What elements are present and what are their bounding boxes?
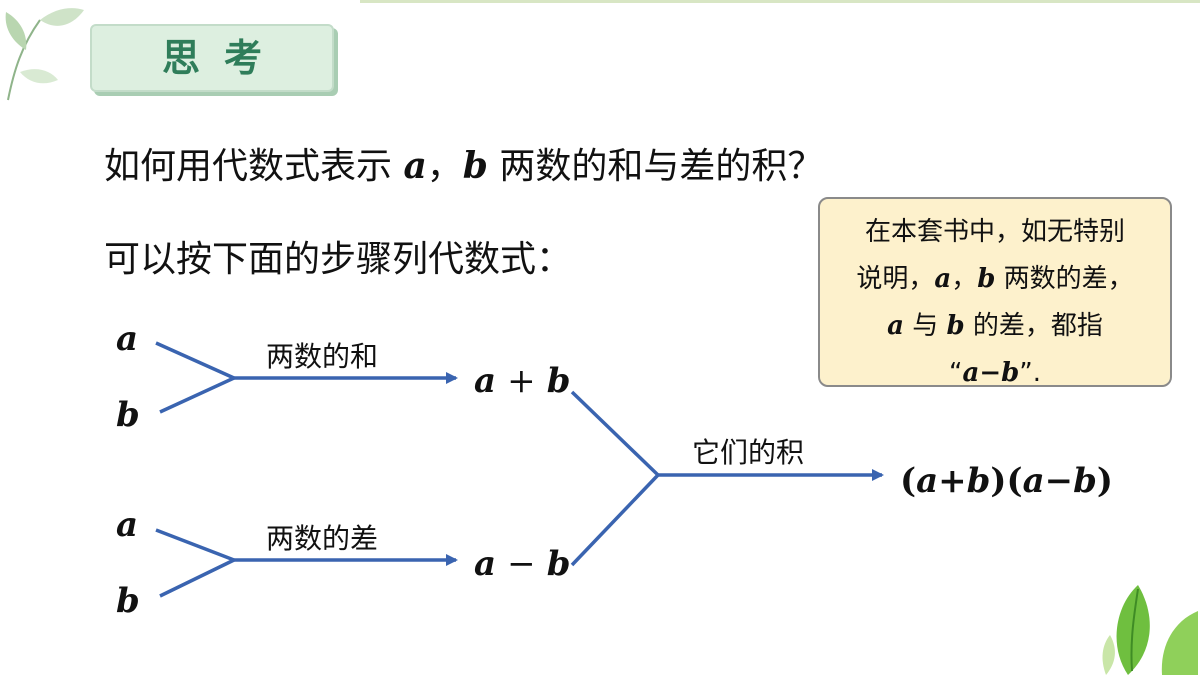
top-var-a: a [116, 319, 138, 359]
top-divider [360, 0, 1200, 3]
heading-title: 思考 [161, 36, 286, 80]
note-line-1: 在本套书中，如无特别 [864, 217, 1125, 247]
final-expression: (a+b)(a−b) [900, 461, 1113, 501]
note-box: 在本套书中，如无特别 说明，a，b 两数的差， a 与 b 的差，都指 “a−b… [818, 197, 1172, 388]
bottom-var-a: a [116, 505, 138, 545]
sum-result: a + b [474, 361, 571, 401]
leaf-decoration-icon [1102, 585, 1198, 675]
section-heading: 思考 [90, 24, 334, 92]
question-var-b: b [462, 145, 488, 187]
note-line-4: “a−b”. [948, 358, 1042, 388]
merge-branch-lower [570, 473, 660, 567]
diff-label: 两数的差 [266, 522, 378, 555]
question-var-a: a [403, 145, 427, 187]
question-sep: ， [426, 146, 463, 187]
note-line-2: 说明，a，b 两数的差， [856, 264, 1134, 294]
note-line-3: a 与 b 的差，都指 [887, 311, 1103, 341]
leaf-decoration-icon [5, 8, 84, 101]
top-branch-upper [155, 341, 235, 380]
bottom-var-b: b [116, 581, 140, 621]
sum-label: 两数的和 [266, 340, 378, 373]
top-branch-lower [159, 376, 235, 414]
product-label: 它们的积 [692, 436, 804, 469]
merge-branch-upper [570, 390, 660, 477]
bottom-branch-upper [155, 528, 235, 562]
question-part1: 如何用代数式表示 [104, 146, 404, 187]
bottom-branch-lower [159, 558, 235, 598]
question-text: 如何用代数式表示 a，b 两数的和与差的积？ [104, 137, 823, 189]
top-var-b: b [116, 395, 140, 435]
question-part2: 两数的和与差的积？ [487, 146, 824, 187]
diff-result: a − b [474, 544, 571, 584]
steps-intro: 可以按下面的步骤列代数式： [104, 239, 573, 280]
